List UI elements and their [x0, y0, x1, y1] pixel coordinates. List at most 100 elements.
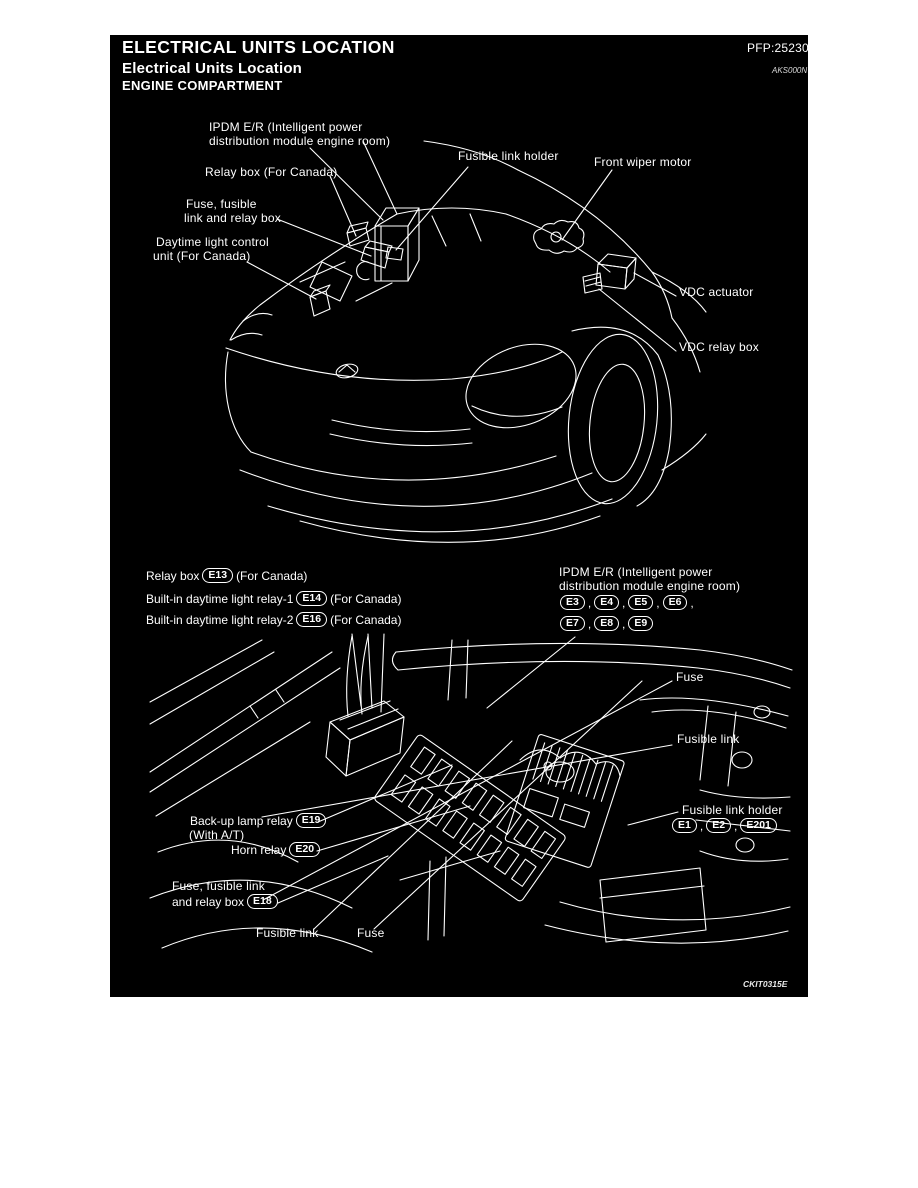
connector-e16: E16 [296, 612, 328, 627]
connector-e14: E14 [296, 591, 328, 606]
leader-relay-box [329, 175, 357, 237]
label-row-relay-box-e13: Relay box E13 (For Canada) [146, 568, 307, 583]
vdc-relay-box-unit [582, 272, 603, 294]
connector-row-ipdm-2: E7, E8, E9 [560, 616, 654, 631]
ref-code: AKS000N [772, 66, 808, 75]
fusible-link-holder-unit [385, 246, 404, 261]
connector-e3: E3 [560, 595, 585, 610]
label-fusible-link-bottom: Fusible link [256, 926, 319, 940]
label-daytime-relay1-suffix: (For Canada) [330, 591, 402, 606]
label-backup-relay-note: (With A/T) [189, 828, 245, 842]
connector-e13: E13 [202, 568, 234, 583]
connector-row-flh: E1, E2, E201 [672, 818, 777, 833]
label-fuse-bottom: Fuse [357, 926, 385, 940]
connector-e18: E18 [247, 894, 278, 909]
relay-box-lower-unit [325, 700, 405, 777]
connector-e8: E8 [594, 616, 620, 631]
leader-e14 [367, 633, 373, 709]
label-daytime-relay2: Built-in daytime light relay-2 [146, 612, 294, 627]
leader-flh-lower [627, 811, 679, 826]
ipdm-unit [374, 207, 420, 282]
comma: , [622, 595, 626, 610]
label-ffl-line1: Fuse, fusible link [172, 879, 265, 893]
leader-e13 [351, 633, 362, 707]
label-relay-box: Relay box (For Canada) [205, 165, 338, 179]
label-front-wiper-motor: Front wiper motor [594, 155, 692, 169]
label-ipdm-lower-line1: IPDM E/R (Intelligent power [559, 565, 713, 579]
label-vdc-relay-box: VDC relay box [679, 340, 759, 354]
label-row-ffl-line2: and relay box E18 [172, 894, 278, 909]
headlight [465, 343, 577, 429]
label-ffl-line2: and relay box [172, 894, 245, 909]
label-row-horn-relay: Horn relay E20 [231, 842, 321, 857]
vdc-actuator-unit [595, 253, 637, 290]
connector-e4: E4 [594, 595, 620, 610]
comma: , [622, 616, 626, 631]
connector-e19: E19 [295, 813, 327, 828]
fuse-fusible-unit [360, 240, 393, 269]
label-row-backup-relay: Back-up lamp relay E19 [190, 813, 327, 828]
comma: , [656, 595, 660, 610]
connector-e2: E2 [706, 818, 732, 833]
label-ipdm-line2: distribution module engine room) [209, 134, 391, 148]
section-heading: ENGINE COMPARTMENT [122, 78, 283, 93]
page-subtitle: Electrical Units Location [122, 60, 303, 77]
leader-fuse-right [262, 680, 673, 901]
label-fuse-right: Fuse [676, 670, 704, 684]
connector-e7: E7 [560, 616, 585, 631]
comma: , [690, 595, 694, 610]
label-horn-relay: Horn relay [231, 842, 287, 857]
label-fuse-fusible-line2: link and relay box [184, 211, 281, 225]
connector-e201: E201 [740, 818, 777, 833]
label-daytime-line1: Daytime light control [156, 235, 269, 249]
leader-fuse-fusible [276, 218, 372, 257]
connector-e20: E20 [289, 842, 321, 857]
emblem [335, 363, 359, 379]
label-ipdm-lower-line2: distribution module engine room) [559, 579, 741, 593]
label-fusible-link-holder-lower: Fusible link holder [682, 803, 783, 817]
label-fusible-link-right: Fusible link [677, 732, 740, 746]
connector-e6: E6 [662, 595, 688, 610]
connector-e5: E5 [628, 595, 654, 610]
label-ipdm-line1: IPDM E/R (Intelligent power [209, 120, 363, 134]
label-fusible-link-holder: Fusible link holder [458, 149, 559, 163]
relay-box-unit [346, 221, 370, 247]
label-relay-box-suffix: (For Canada) [236, 568, 308, 583]
manual-content-panel: ELECTRICAL UNITS LOCATION PFP:25230 Elec… [110, 35, 808, 997]
leader-vdc-relay-box [598, 288, 677, 352]
comma: , [587, 616, 592, 631]
wiper-motor-unit [533, 219, 585, 254]
label-row-daytime-relay1: Built-in daytime light relay-1 E14 (For … [146, 591, 401, 606]
leader-e18 [277, 855, 389, 904]
label-vdc-actuator: VDC actuator [679, 285, 754, 299]
label-backup-lamp-relay: Back-up lamp relay [190, 813, 293, 828]
daytime-unit [309, 284, 331, 317]
label-relay-box-lower: Relay box [146, 568, 200, 583]
comma: , [699, 818, 704, 833]
leader-wiper [561, 169, 613, 241]
leader-e19 [317, 764, 453, 823]
label-row-daytime-relay2: Built-in daytime light relay-2 E16 (For … [146, 612, 401, 627]
leader-ipdm [309, 147, 384, 221]
pfp-code: PFP:25230 [747, 41, 808, 55]
label-daytime-line2: unit (For Canada) [153, 249, 251, 263]
leader-ipdm-lower [486, 636, 576, 709]
label-fuse-fusible-line1: Fuse, fusible [186, 197, 257, 211]
leader-fusible-link-right [261, 744, 673, 818]
fuse-box-unit [374, 734, 566, 902]
page-title: ELECTRICAL UNITS LOCATION [122, 37, 395, 57]
leader-vdc-actuator [633, 272, 677, 297]
leader-daytime [246, 261, 317, 300]
leader-fusible-link-bottom [313, 740, 513, 930]
leader-fuse-bottom [373, 680, 643, 930]
comma: , [734, 818, 738, 833]
label-daytime-relay2-suffix: (For Canada) [330, 612, 402, 627]
label-daytime-relay1: Built-in daytime light relay-1 [146, 591, 294, 606]
leader-e16 [380, 633, 385, 713]
figure-code: CKIT0315E [743, 979, 788, 989]
connector-e9: E9 [628, 616, 654, 631]
connector-e1: E1 [672, 818, 697, 833]
front-wheel [567, 333, 659, 505]
ipdm-lower-unit [504, 734, 625, 868]
